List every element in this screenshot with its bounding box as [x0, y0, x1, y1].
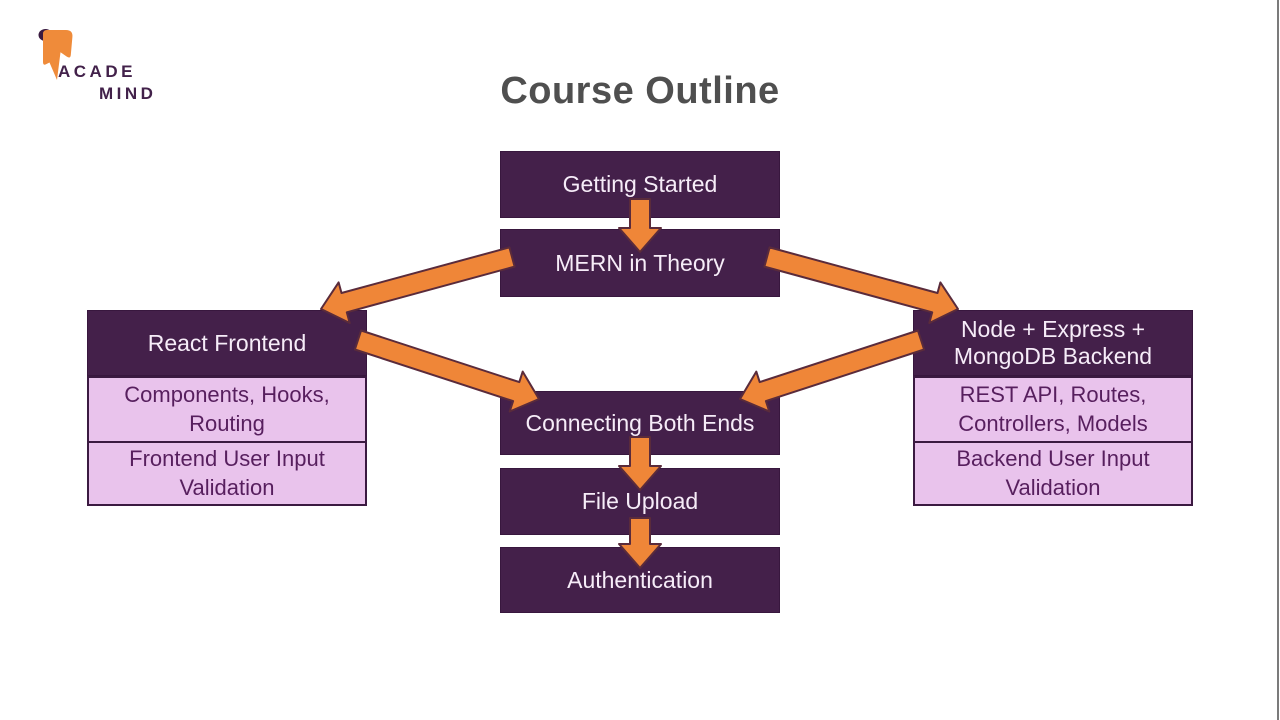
logo-text-bottom: MIND: [99, 84, 156, 103]
node-react-sub-2: Frontend User Input Validation: [87, 441, 367, 506]
node-mern-in-theory: MERN in Theory: [500, 229, 780, 297]
node-connecting-both-ends-label: Connecting Both Ends: [525, 409, 755, 436]
node-mern-in-theory-label: MERN in Theory: [555, 249, 725, 276]
node-react-sub-1: Components, Hooks, Routing: [87, 376, 367, 443]
logo-ribbon-icon: [43, 30, 73, 80]
node-getting-started-label: Getting Started: [562, 171, 718, 197]
react-frontend-stack: React Frontend Components, Hooks, Routin…: [87, 310, 367, 506]
logo-text-top: ACADE: [58, 62, 136, 81]
node-file-upload-label: File Upload: [581, 488, 699, 514]
node-authentication-label: Authentication: [567, 566, 713, 593]
node-node-sub-2-label: Backend User Input Validation: [956, 446, 1150, 500]
academind-logo: ACADE MIND: [38, 29, 156, 103]
node-authentication: Authentication: [500, 547, 780, 613]
node-getting-started: Getting Started: [500, 151, 780, 218]
node-node-backend: Node + Express + MongoDB Backend: [913, 310, 1193, 376]
node-react-sub-1-label: Components, Hooks, Routing: [124, 382, 330, 436]
node-connecting-both-ends: Connecting Both Ends: [500, 391, 780, 455]
node-file-upload: File Upload: [500, 468, 780, 535]
node-node-sub-1-label: REST API, Routes, Controllers, Models: [958, 382, 1148, 436]
node-react-sub-2-label: Frontend User Input Validation: [129, 446, 325, 500]
page-title: Course Outline: [500, 70, 780, 112]
node-node-backend-label: Node + Express + MongoDB Backend: [953, 316, 1153, 369]
node-node-sub-1: REST API, Routes, Controllers, Models: [913, 376, 1193, 443]
screen-edge-line: [1277, 0, 1279, 720]
node-react-frontend-label: React Frontend: [147, 329, 307, 356]
node-node-sub-2: Backend User Input Validation: [913, 441, 1193, 506]
node-react-frontend: React Frontend: [87, 310, 367, 376]
node-backend-stack: Node + Express + MongoDB Backend REST AP…: [913, 310, 1193, 506]
